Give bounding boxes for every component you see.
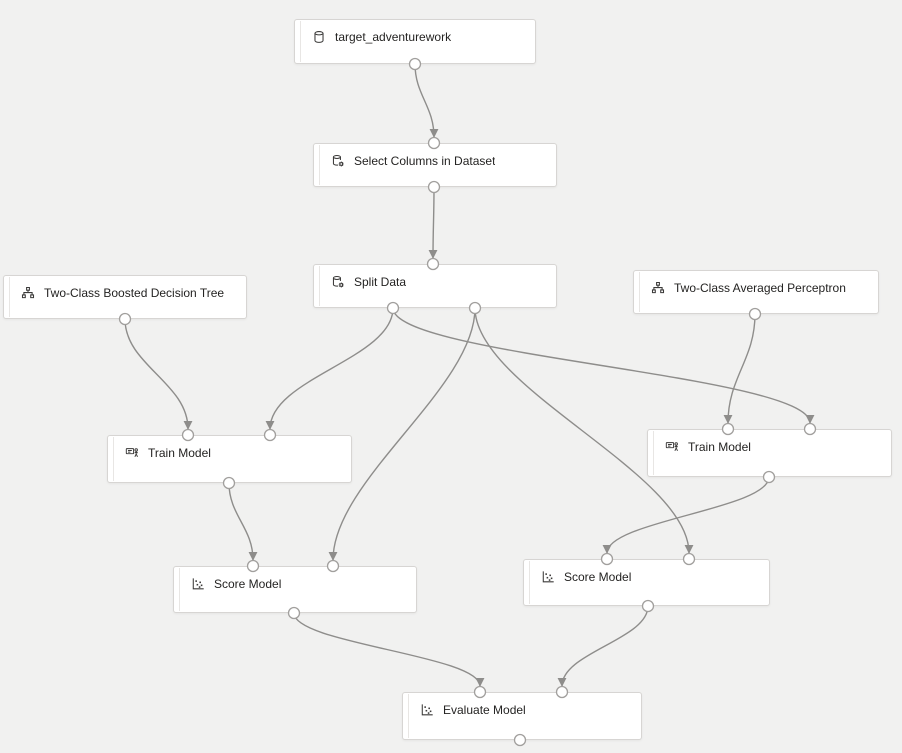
node-train-model-left[interactable]: Train Model — [107, 435, 352, 483]
output-port-split-data-1[interactable] — [468, 301, 482, 315]
database-icon — [312, 30, 326, 44]
output-port-split-data-0[interactable] — [386, 301, 400, 315]
edge-split-data.out0-to-train-model-right.in1[interactable] — [392, 307, 815, 424]
node-two-class-averaged-perceptron[interactable]: Two-Class Averaged Perceptron — [633, 270, 879, 314]
output-port-target-adventurework-0[interactable] — [408, 57, 422, 71]
node-two-class-boosted-decision-tree[interactable]: Two-Class Boosted Decision Tree — [3, 275, 247, 319]
database-gear-icon — [331, 154, 345, 168]
train-icon — [665, 440, 679, 454]
edge-target-adventurework.out0-to-select-columns-in-dataset.in0[interactable] — [414, 63, 439, 138]
node-label: Two-Class Boosted Decision Tree — [44, 286, 225, 300]
edge-score-model-right.out0-to-evaluate-model.in1[interactable] — [557, 605, 649, 687]
node-label: Split Data — [354, 275, 407, 289]
node-score-model-left[interactable]: Score Model — [173, 566, 417, 613]
output-port-two-class-boosted-decision-tree-0[interactable] — [118, 312, 132, 326]
input-port-score-model-left-0[interactable] — [246, 559, 260, 573]
node-label: Select Columns in Dataset — [354, 154, 496, 168]
output-port-train-model-right-0[interactable] — [762, 470, 776, 484]
edge-split-data.out0-to-train-model-left.in1[interactable] — [265, 307, 394, 430]
output-port-evaluate-model-0[interactable] — [513, 733, 527, 747]
input-port-train-model-left-0[interactable] — [181, 428, 195, 442]
database-gear-icon — [331, 275, 345, 289]
node-split-data[interactable]: Split Data — [313, 264, 557, 308]
output-port-select-columns-in-dataset-0[interactable] — [427, 180, 441, 194]
node-label: Score Model — [214, 577, 282, 591]
input-port-train-model-left-1[interactable] — [263, 428, 277, 442]
edge-train-model-right.out0-to-score-model-right.in0[interactable] — [602, 476, 770, 554]
hierarchy-icon — [21, 286, 35, 300]
hierarchy-icon — [651, 281, 665, 295]
input-port-evaluate-model-1[interactable] — [555, 685, 569, 699]
input-port-evaluate-model-0[interactable] — [473, 685, 487, 699]
node-label: Score Model — [564, 570, 632, 584]
node-label: Two-Class Averaged Perceptron — [674, 281, 846, 295]
node-label: Train Model — [148, 446, 211, 460]
edge-select-columns-in-dataset.out0-to-split-data.in0[interactable] — [428, 186, 438, 259]
node-select-columns-in-dataset[interactable]: Select Columns in Dataset — [313, 143, 557, 187]
scatter-icon — [191, 577, 205, 591]
node-target-adventurework[interactable]: target_adventurework — [294, 19, 536, 64]
input-port-split-data-0[interactable] — [426, 257, 440, 271]
scatter-icon — [541, 570, 555, 584]
edge-two-class-boosted-decision-tree.out0-to-train-model-left.in0[interactable] — [124, 318, 193, 430]
node-train-model-right[interactable]: Train Model — [647, 429, 892, 477]
output-port-score-model-right-0[interactable] — [641, 599, 655, 613]
node-label: target_adventurework — [335, 30, 452, 44]
edge-two-class-averaged-perceptron.out0-to-train-model-right.in0[interactable] — [723, 313, 756, 424]
input-port-select-columns-in-dataset-0[interactable] — [427, 136, 441, 150]
node-score-model-right[interactable]: Score Model — [523, 559, 770, 606]
output-port-train-model-left-0[interactable] — [222, 476, 236, 490]
edge-train-model-left.out0-to-score-model-left.in0[interactable] — [228, 482, 258, 561]
edge-split-data.out1-to-score-model-right.in1[interactable] — [474, 307, 694, 554]
input-port-train-model-right-0[interactable] — [721, 422, 735, 436]
train-icon — [125, 446, 139, 460]
output-port-two-class-averaged-perceptron-0[interactable] — [748, 307, 762, 321]
node-label: Train Model — [688, 440, 751, 454]
output-port-score-model-left-0[interactable] — [287, 606, 301, 620]
edge-split-data.out1-to-score-model-left.in1[interactable] — [328, 307, 476, 561]
input-port-score-model-right-0[interactable] — [600, 552, 614, 566]
node-label: Evaluate Model — [443, 703, 526, 717]
input-port-score-model-left-1[interactable] — [326, 559, 340, 573]
edge-score-model-left.out0-to-evaluate-model.in0[interactable] — [293, 612, 485, 687]
scatter-icon — [420, 703, 434, 717]
input-port-train-model-right-1[interactable] — [803, 422, 817, 436]
input-port-score-model-right-1[interactable] — [682, 552, 696, 566]
node-evaluate-model[interactable]: Evaluate Model — [402, 692, 642, 740]
